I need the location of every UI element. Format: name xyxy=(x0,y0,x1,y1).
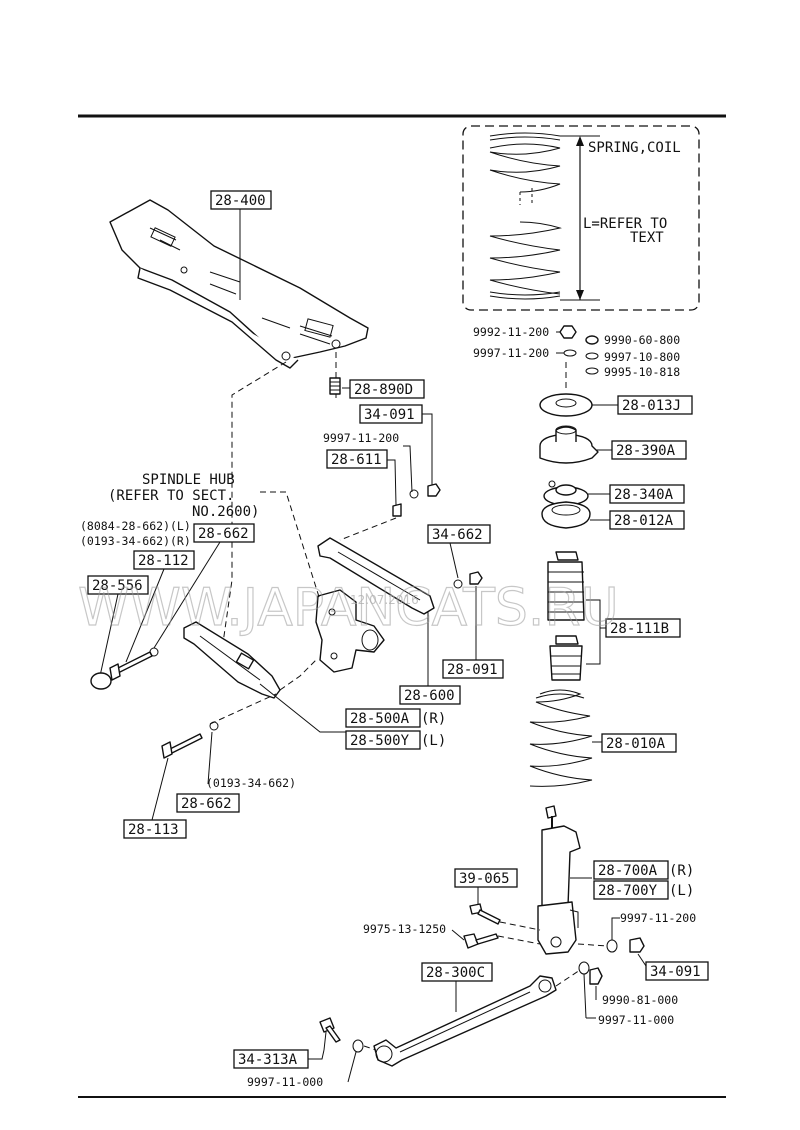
spring-coil-label: SPRING,COIL xyxy=(588,140,681,156)
label-28-500a-side: (R) xyxy=(421,711,446,727)
label-28-112: 28-112 xyxy=(138,553,189,569)
label-28-700a-side: (R) xyxy=(669,863,694,879)
spring-coil-inset: SPRING,COIL L=REFER TO TEXT xyxy=(462,125,700,311)
label-9992-11-200: 9992-11-200 xyxy=(473,325,549,339)
label-28-111b: 28-111B xyxy=(610,621,669,637)
refer-label-2: TEXT xyxy=(630,230,664,246)
label-9997-11-000-link: 9997-11-000 xyxy=(247,1075,323,1089)
label-9975-13-1250: 9975-13-1250 xyxy=(363,922,446,936)
label-9997-11-200-shock: 9997-11-200 xyxy=(620,911,696,925)
shock-absorber-28-700 xyxy=(537,805,581,955)
label-28-012a: 28-012A xyxy=(614,513,674,529)
coil-spring-28-010a xyxy=(529,689,593,787)
bolt-28-113 xyxy=(167,733,203,755)
watermark-site: WWW.JAPANCATS.RU xyxy=(78,578,619,638)
label-9990-81-000: 9990-81-000 xyxy=(602,993,678,1007)
label-28-556: 28-556 xyxy=(92,578,143,594)
label-28-662-lower: 28-662 xyxy=(181,796,232,812)
label-0193-34-662-r: (0193-34-662)(R) xyxy=(80,534,191,548)
label-28-400: 28-400 xyxy=(215,193,266,209)
spindle-hub-label: SPINDLE HUB xyxy=(142,472,235,488)
label-28-611: 28-611 xyxy=(331,452,382,468)
strut-mount-28-390a xyxy=(539,425,599,464)
label-39-065: 39-065 xyxy=(459,871,510,887)
spindle-hub-refer: (REFER TO SECT. xyxy=(108,488,234,504)
insulator-28-012a xyxy=(541,501,591,529)
trailing-link-28-300c xyxy=(373,975,557,1067)
label-28-300c: 28-300C xyxy=(426,965,485,981)
label-9990-60-800: 9990-60-800 xyxy=(604,333,680,347)
label-28-500y: 28-500Y xyxy=(350,733,410,749)
watermark-date: 12.07.2016 xyxy=(350,593,419,607)
label-34-662: 34-662 xyxy=(432,527,483,543)
label-28-890d: 28-890D xyxy=(354,382,413,398)
crossmember-part xyxy=(109,199,369,369)
label-9997-11-000-shock: 9997-11-000 xyxy=(598,1013,674,1027)
label-9995-10-818: 9995-10-818 xyxy=(604,365,680,379)
label-28-662-upper: 28-662 xyxy=(198,526,249,542)
refer-label-1: L=REFER TO xyxy=(583,216,667,232)
cap-28-556 xyxy=(90,672,112,690)
label-0193-34-662: (0193-34-662) xyxy=(206,776,296,790)
label-28-700y: 28-700Y xyxy=(598,883,658,899)
label-28-390a: 28-390A xyxy=(616,443,676,459)
label-28-091: 28-091 xyxy=(447,662,498,678)
label-8084-28-662: (8084-28-662)(L) xyxy=(80,519,191,533)
label-28-600: 28-600 xyxy=(404,688,455,704)
label-28-500y-side: (L) xyxy=(421,733,446,749)
bushing-28-890d xyxy=(329,377,341,395)
label-28-010a: 28-010A xyxy=(606,736,666,752)
label-28-340a: 28-340A xyxy=(614,487,674,503)
spindle-hub-sect: NO.2600) xyxy=(192,504,259,520)
label-9997-11-200-upper: 9997-11-200 xyxy=(323,431,399,445)
label-9997-10-800: 9997-10-800 xyxy=(604,350,680,364)
nut-9992-11-200 xyxy=(559,325,577,339)
label-28-013j: 28-013J xyxy=(622,398,681,414)
spindle-hub xyxy=(315,589,385,673)
lower-arm-28-500 xyxy=(183,621,281,699)
label-34-313a: 34-313A xyxy=(238,1052,298,1068)
label-9997-11-200-strut: 9997-11-200 xyxy=(473,346,549,360)
label-34-091-lower: 34-091 xyxy=(650,964,701,980)
label-28-113: 28-113 xyxy=(128,822,179,838)
lateral-arm-28-600 xyxy=(317,537,435,615)
label-28-700a: 28-700A xyxy=(598,863,658,879)
label-28-500a: 28-500A xyxy=(350,711,410,727)
mount-plate-28-013j xyxy=(539,393,593,417)
dust-boot-28-111b xyxy=(547,551,585,681)
label-34-091-upper: 34-091 xyxy=(364,407,415,423)
label-28-700y-side: (L) xyxy=(669,883,694,899)
